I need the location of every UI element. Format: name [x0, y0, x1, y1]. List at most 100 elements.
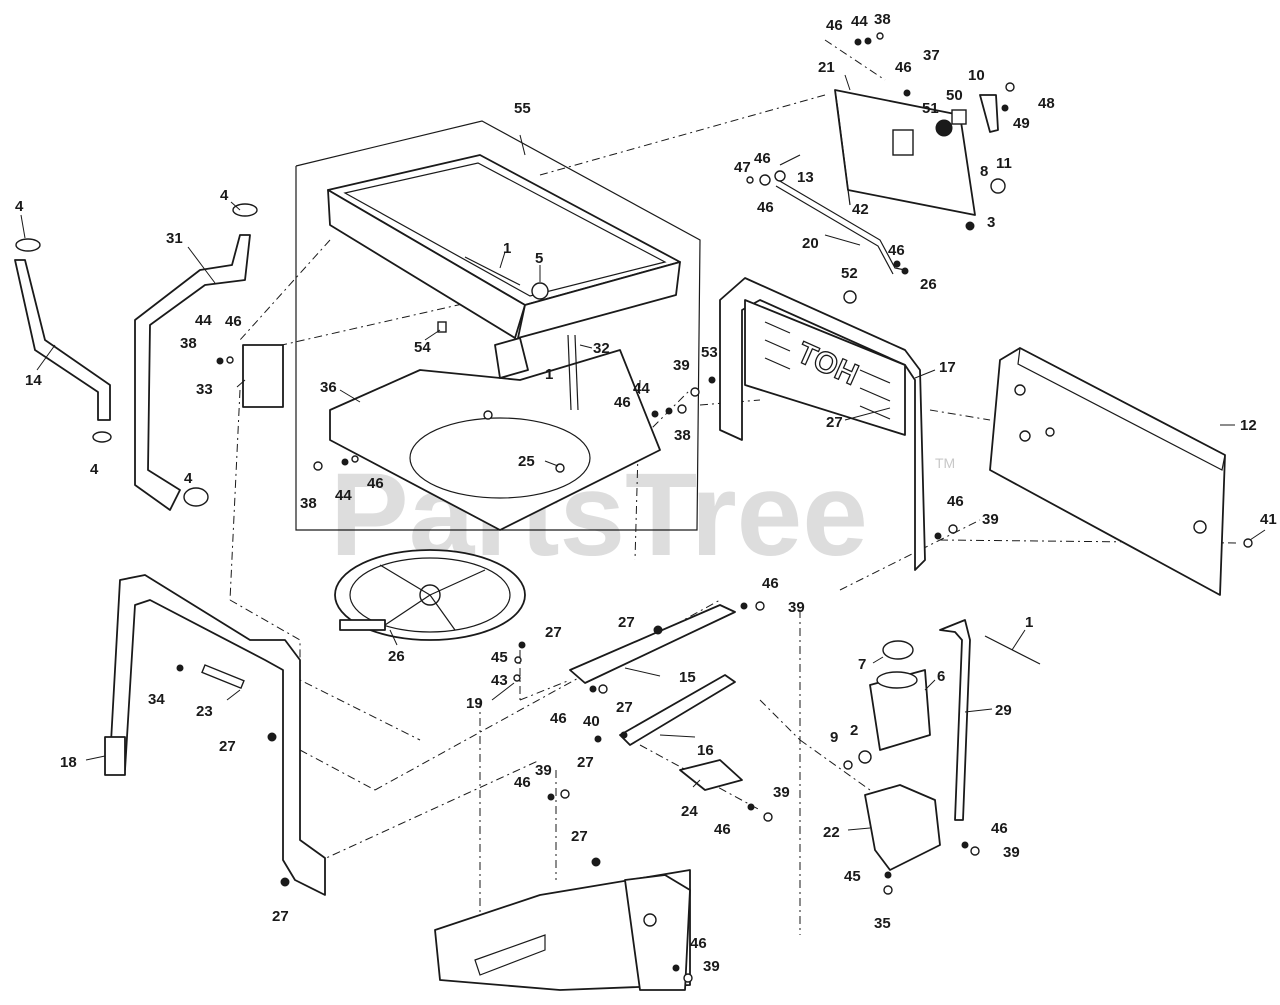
callout-25: 25 [518, 453, 535, 470]
reservoir-bracket [864, 784, 941, 871]
callout-27: 27 [616, 699, 633, 716]
callout-46: 46 [714, 821, 731, 838]
callout-39: 39 [535, 762, 552, 779]
throttle-linkage [759, 154, 906, 275]
callout-45: 45 [491, 649, 508, 666]
callout-50: 50 [946, 87, 963, 104]
callout-21: 21 [818, 59, 835, 76]
callout-4: 4 [220, 187, 229, 204]
callout-46: 46 [550, 710, 567, 727]
callout-27: 27 [272, 908, 289, 925]
callout-46: 46 [947, 493, 964, 510]
callout-19: 19 [466, 695, 483, 712]
callout-51: 51 [922, 100, 939, 117]
hardware-fasteners [176, 32, 1253, 983]
callout-1: 1 [503, 240, 511, 257]
leader-lines [20, 74, 1266, 831]
callout-38: 38 [674, 427, 691, 444]
callout-44: 44 [195, 312, 212, 329]
callout-46: 46 [826, 17, 843, 34]
callout-48: 48 [1038, 95, 1055, 112]
callout-46: 46 [614, 394, 631, 411]
callout-13: 13 [797, 169, 814, 186]
callout-27: 27 [545, 624, 562, 641]
callout-29: 29 [995, 702, 1012, 719]
callout-9: 9 [830, 729, 838, 746]
callout-40: 40 [583, 713, 600, 730]
cooling-fan [334, 549, 526, 641]
radiator-assembly [327, 154, 681, 339]
callout-7: 7 [858, 656, 866, 673]
callout-39: 39 [673, 357, 690, 374]
callout-46: 46 [991, 820, 1008, 837]
callout-27: 27 [618, 614, 635, 631]
callout-10: 10 [968, 67, 985, 84]
callout-46: 46 [225, 313, 242, 330]
callout-1: 1 [545, 366, 553, 383]
callout-12: 12 [1240, 417, 1257, 434]
callout-4: 4 [15, 198, 24, 215]
callout-11: 11 [996, 155, 1012, 172]
callout-27: 27 [219, 738, 236, 755]
callout-8: 8 [980, 163, 988, 180]
callout-39: 39 [773, 784, 790, 801]
roll-frame-17: TOH [719, 277, 926, 571]
callout-33: 33 [196, 381, 213, 398]
callout-34: 34 [148, 691, 165, 708]
callout-47: 47 [734, 159, 751, 176]
callout-31: 31 [166, 230, 183, 247]
callout-54: 54 [414, 339, 431, 356]
callout-32: 32 [593, 340, 610, 357]
callout-46: 46 [754, 150, 771, 167]
callout-52: 52 [841, 265, 858, 282]
radiator-hose-31 [134, 203, 258, 511]
callout-46: 46 [690, 935, 707, 952]
callout-4: 4 [184, 470, 193, 487]
callout-18: 18 [60, 754, 77, 771]
roll-frame-18 [104, 574, 326, 896]
callout-27: 27 [826, 414, 843, 431]
callout-38: 38 [180, 335, 197, 352]
top-mount-plate [834, 82, 1015, 216]
callout-36: 36 [320, 379, 337, 396]
callout-46: 46 [757, 199, 774, 216]
callout-46: 46 [514, 774, 531, 791]
base-frame [434, 869, 691, 991]
callout-27: 27 [577, 754, 594, 771]
callout-42: 42 [852, 201, 869, 218]
callout-2: 2 [850, 722, 858, 739]
coolant-reservoir [869, 619, 1041, 821]
callout-41: 41 [1260, 511, 1277, 528]
callout-46: 46 [895, 59, 912, 76]
side-panel [989, 347, 1226, 596]
callout-44: 44 [335, 487, 352, 504]
callout-39: 39 [1003, 844, 1020, 861]
callout-38: 38 [300, 495, 317, 512]
callout-44: 44 [633, 380, 650, 397]
callout-4: 4 [90, 461, 99, 478]
callout-39: 39 [788, 599, 805, 616]
callout-6: 6 [937, 668, 945, 685]
callout-46: 46 [367, 475, 384, 492]
callout-27: 27 [571, 828, 588, 845]
callout-46: 46 [888, 242, 905, 259]
callout-26: 26 [920, 276, 937, 293]
callout-37: 37 [923, 47, 940, 64]
radiator-hose-14 [14, 238, 112, 443]
watermark-trademark: TM [935, 455, 955, 471]
callout-55: 55 [514, 100, 531, 117]
callout-3: 3 [987, 214, 995, 231]
callout-39: 39 [982, 511, 999, 528]
callout-45: 45 [844, 868, 861, 885]
callout-5: 5 [535, 250, 543, 267]
callout-labels: 46 44 38 21 46 37 10 48 50 51 49 55 46 4… [15, 11, 1277, 975]
callout-46: 46 [762, 575, 779, 592]
callout-35: 35 [874, 915, 891, 932]
callout-20: 20 [802, 235, 819, 252]
mount-bracket-33 [242, 344, 284, 408]
callout-49: 49 [1013, 115, 1030, 132]
callout-53: 53 [701, 344, 718, 361]
callout-38: 38 [874, 11, 891, 28]
callout-23: 23 [196, 703, 213, 720]
